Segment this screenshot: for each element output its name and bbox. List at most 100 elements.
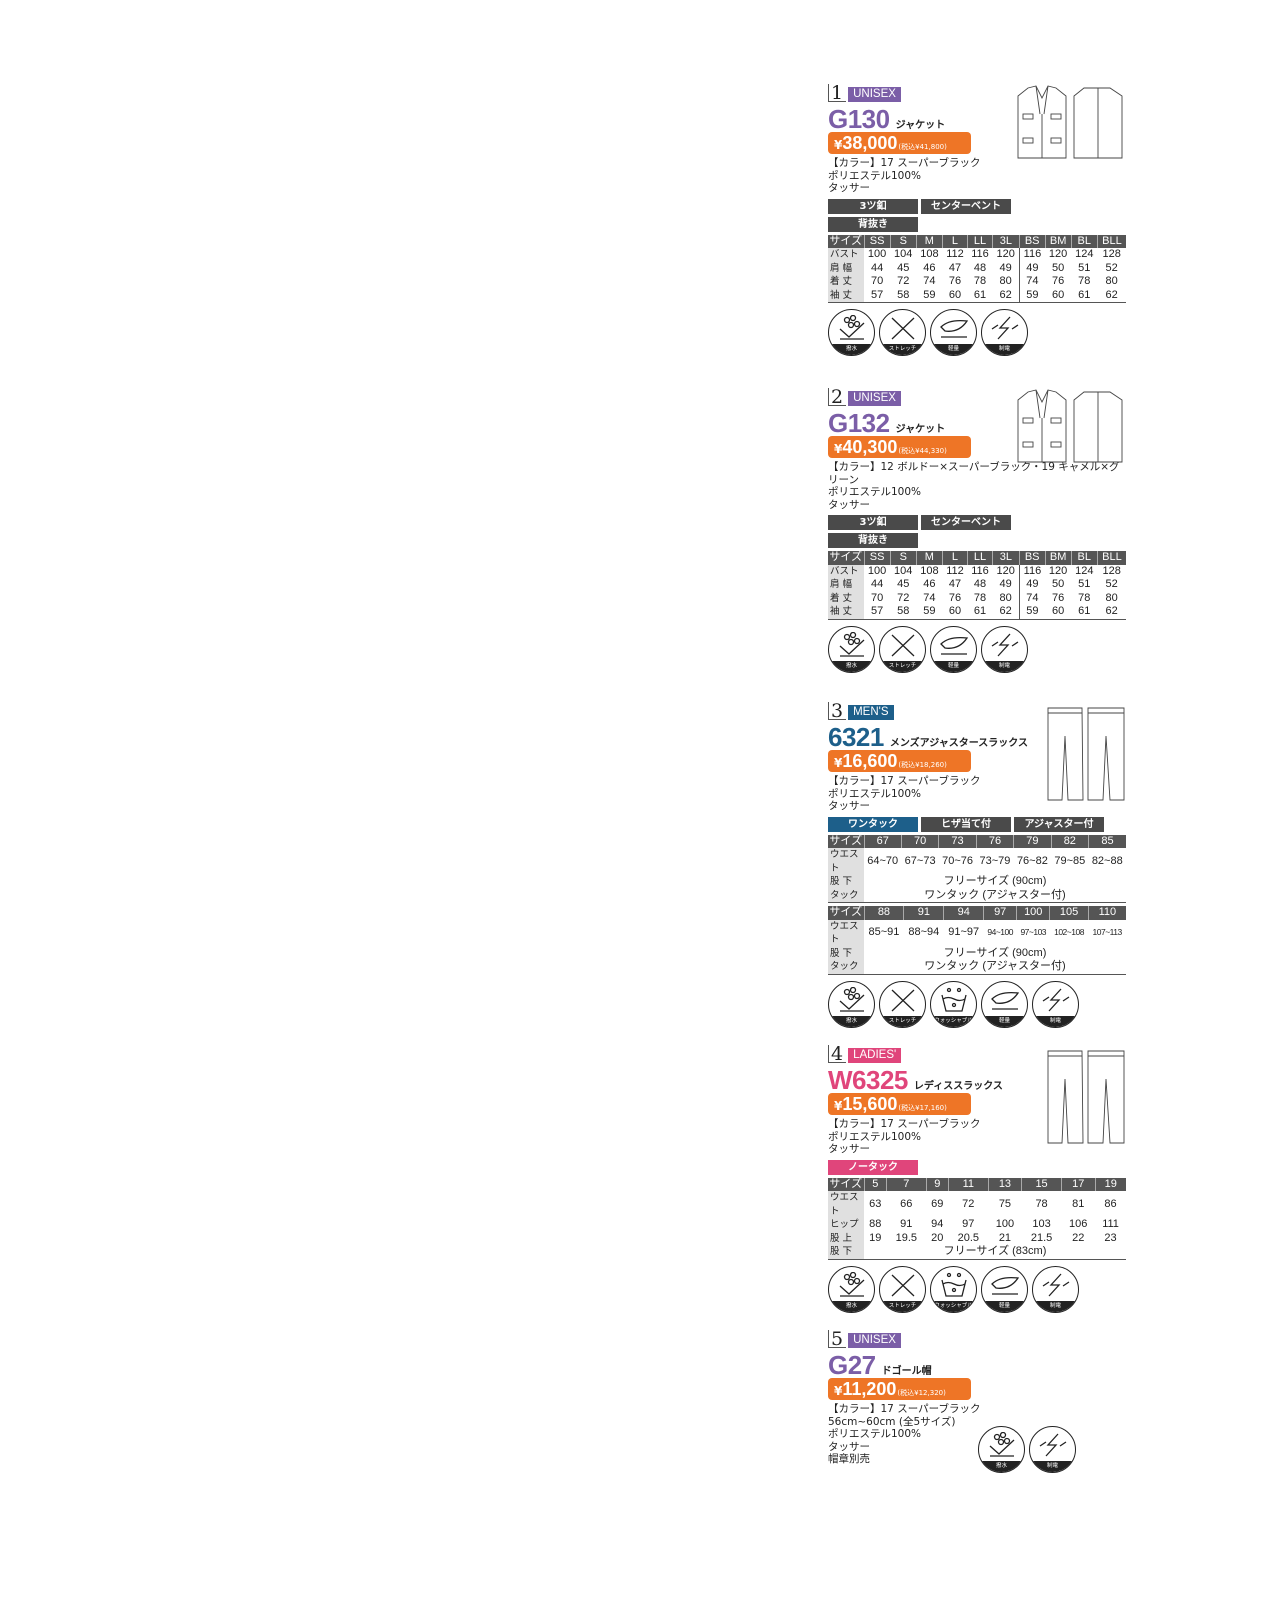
description-line: 【カラー】17 スーパーブラック (828, 1403, 981, 1415)
description-line: タッサー (828, 498, 870, 511)
size-cell: 44 (870, 578, 884, 590)
size-cell: 72 (962, 1197, 975, 1210)
gender-badge: MEN'S (848, 705, 894, 720)
size-header: BM (1044, 234, 1072, 248)
size-header: BM (1044, 551, 1072, 565)
size-cell: 59 (923, 288, 936, 301)
item-number: 3 (828, 702, 847, 721)
row-label: 着 丈 (828, 275, 864, 289)
antistatic-icon: 制電 (1032, 1265, 1079, 1313)
feature-tags: 3ツ釦センターベント背抜き (828, 198, 1128, 232)
size-cell: 45 (897, 261, 910, 274)
size-header: BL (1070, 551, 1098, 565)
product-name: ジャケット (895, 424, 946, 435)
size-cell: 74 (923, 275, 936, 287)
size-cell: 58 (897, 605, 910, 617)
product-description: 【カラー】17 スーパーブラックポリエステル100%タッサー (828, 157, 1128, 195)
size-cell: 48 (973, 261, 987, 274)
antistatic-icon: 制電 (1032, 980, 1079, 1028)
description-line: ポリエステル100% (828, 787, 922, 800)
size-header: 5 (863, 1177, 887, 1191)
size-cell: 74 (1018, 275, 1046, 289)
jacket-illustration (1014, 388, 1126, 472)
size-cell: 78 (1078, 591, 1091, 604)
size-cell: 60 (948, 605, 962, 617)
size-cell: 22 (1072, 1231, 1085, 1244)
row-label: タック (828, 888, 864, 903)
size-cell: 47 (948, 578, 962, 590)
size-cell: 23 (1104, 1231, 1117, 1244)
product-description: 【カラー】17 スーパーブラックポリエステル100%タッサー (828, 775, 1128, 813)
size-cell: 97~103 (1020, 927, 1047, 938)
price: 38,000 (842, 133, 898, 153)
antistatic-icon: 制電 (1029, 1426, 1076, 1473)
size-cell: 116 (971, 248, 989, 260)
yen-sign: ¥ (834, 1384, 843, 1398)
stretch-icon: ストレッチ (879, 1265, 926, 1313)
size-cell: 78 (1035, 1197, 1048, 1210)
size-cell: 49 (1018, 578, 1046, 592)
size-cell: 78 (1078, 275, 1091, 287)
price-badge: ¥38,000(税込¥41,800) (828, 132, 971, 154)
feature-tag: センターベント (921, 198, 1011, 214)
row-label: ヒップ (828, 1218, 864, 1232)
size-header: BLL (1096, 551, 1126, 565)
row-label: 肩 幅 (828, 261, 864, 275)
row-label: 股 下 (828, 1245, 864, 1259)
price-badge: ¥15,600(税込¥17,160) (828, 1093, 971, 1115)
size-cell: 107~113 (1092, 927, 1123, 938)
size-header: S (889, 551, 917, 565)
water-repellent-icon: 撥水 (828, 980, 875, 1028)
size-cell: 120 (996, 564, 1015, 577)
size-cell: 61 (973, 605, 987, 617)
size-cell: 124 (1075, 564, 1094, 577)
feature-tag: センターベント (921, 515, 1011, 530)
size-cell: 48 (973, 578, 987, 590)
item-number: 1 (828, 84, 847, 103)
size-cell: 112 (946, 564, 964, 577)
size-cell: 76 (948, 275, 962, 287)
row-label: 肩 幅 (828, 578, 864, 592)
slacks-illustration (1046, 706, 1126, 806)
size-cell: 116 (971, 564, 989, 577)
size-header: M (915, 551, 943, 565)
size-cell: 62 (999, 605, 1012, 617)
size-header: BLL (1096, 234, 1126, 248)
water-repellent-icon: 撥水 (828, 625, 875, 673)
size-cell: 76~82 (1016, 854, 1048, 867)
size-cell: 64~70 (867, 854, 899, 867)
feature-tag: 3ツ釦 (828, 515, 918, 530)
slacks-illustration (1046, 1049, 1126, 1149)
size-cell: 60 (1051, 605, 1065, 617)
size-header: L (941, 551, 968, 565)
feature-icons: 撥水ストレッチウォッシャブル軽量制電 (828, 1265, 1128, 1313)
description-line: ポリエステル100% (828, 486, 922, 498)
price-with-tax: (税込¥17,160) (898, 1104, 947, 1112)
product-name: ジャケット (895, 120, 946, 131)
size-cell: 20 (931, 1231, 944, 1244)
size-cell: 120 (1048, 248, 1068, 260)
feature-tag: アジャスター付 (1014, 816, 1104, 832)
size-header: L (941, 234, 968, 248)
size-cell: 80 (999, 591, 1012, 604)
size-header: 110 (1087, 906, 1126, 920)
size-header: 79 (1013, 834, 1052, 848)
description-line: ポリエステル100% (828, 169, 922, 182)
product-code: 6321 (828, 722, 884, 752)
size-cell: 47 (948, 261, 962, 274)
price-badge: ¥11,200(税込¥12,320) (828, 1378, 971, 1400)
size-header: M (915, 234, 943, 248)
size-cell: 49 (1018, 261, 1046, 275)
size-cell: 128 (1102, 564, 1121, 577)
price: 11,200 (842, 1379, 897, 1399)
size-header: 76 (975, 834, 1014, 848)
